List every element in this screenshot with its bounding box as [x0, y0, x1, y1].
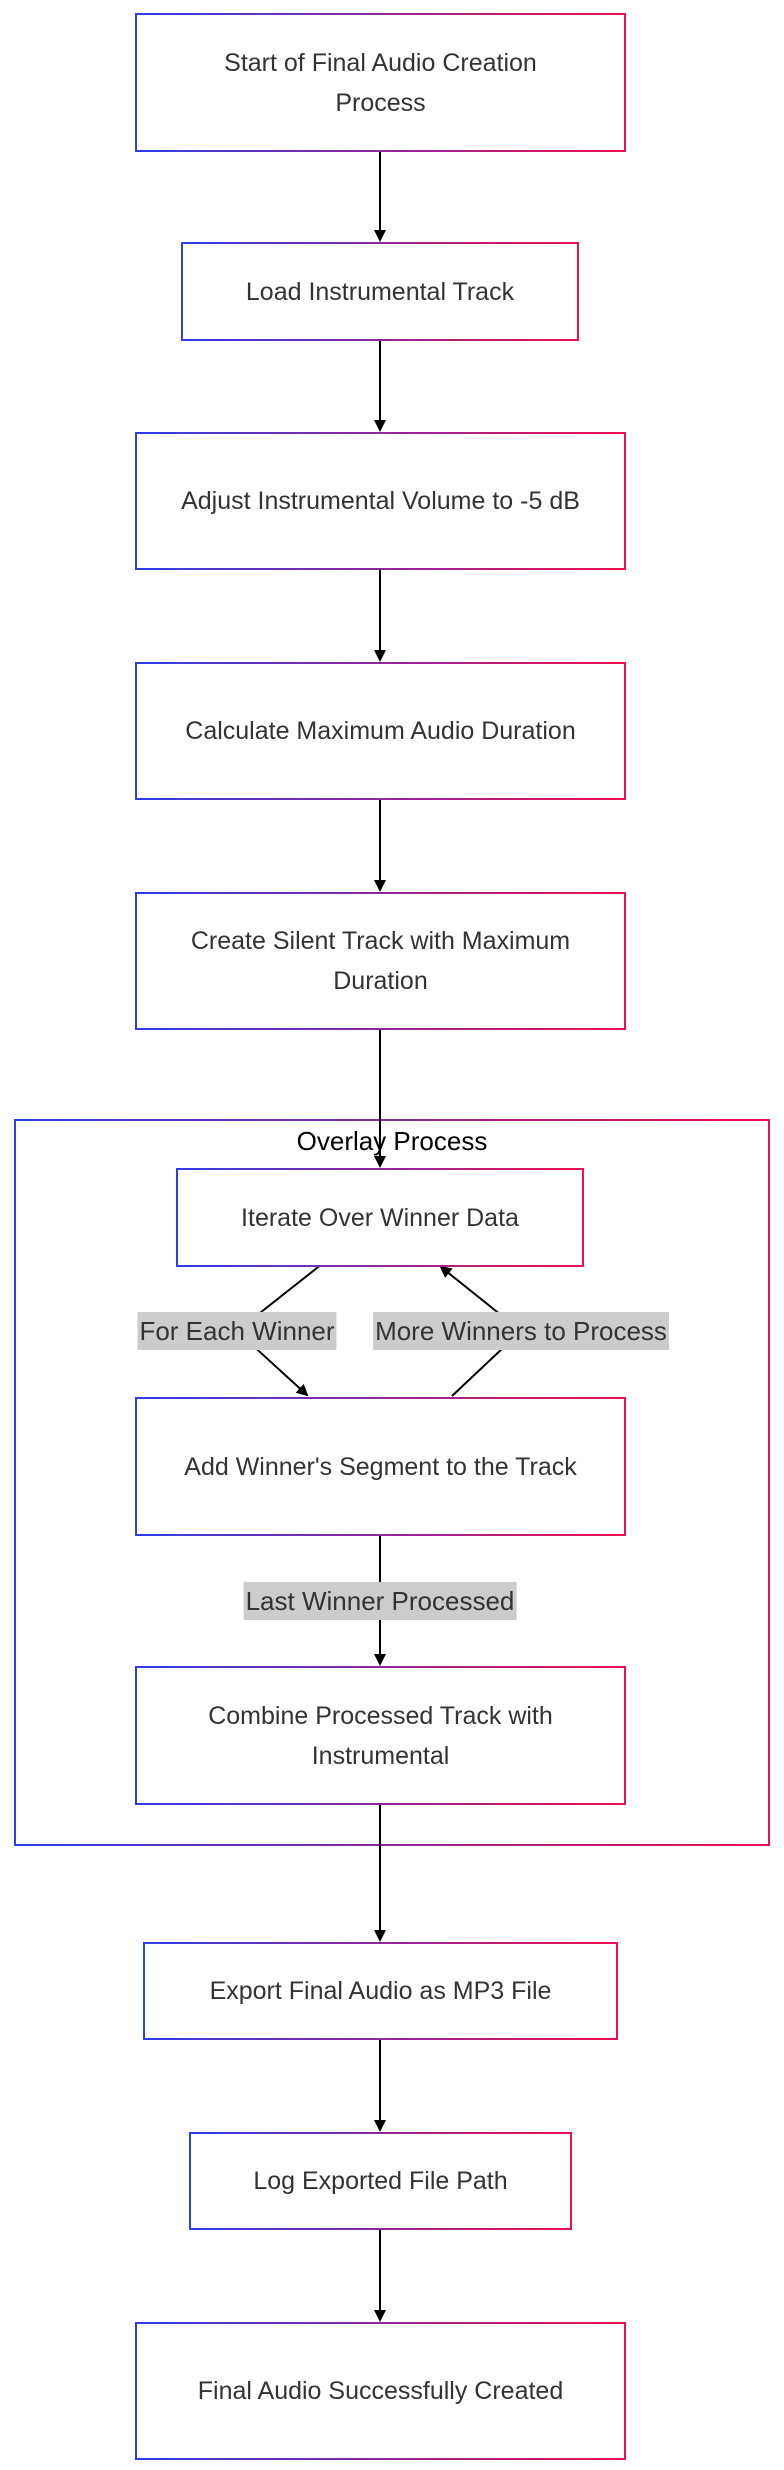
edge-label-for-each-winner: For Each Winner	[137, 1312, 337, 1350]
node-box-load-instrumental	[181, 242, 579, 341]
node-start: Start of Final Audio Creation Process	[224, 48, 537, 117]
node-silent-track: Create Silent Track with Maximum Duratio…	[190, 927, 571, 995]
edge-label-last-winner: Last Winner Processed	[243, 1582, 517, 1620]
node-box-export	[143, 1942, 618, 2040]
node-final: Final Audio Successfully Created	[197, 2377, 564, 2405]
node-load-instrumental: Load Instrumental Track	[245, 277, 515, 306]
overlay-process-label: Overlay Process	[296, 1126, 488, 1156]
node-calc-duration: Calculate Maximum Audio Duration	[185, 717, 576, 745]
node-box-start	[135, 13, 626, 152]
node-box-iterate-winners	[176, 1168, 584, 1267]
node-iterate-winners: Iterate Over Winner Data	[241, 1203, 519, 1232]
node-box-calc-duration	[135, 662, 626, 800]
node-box-add-segment	[135, 1397, 626, 1536]
edge-label-more-winners: More Winners to Process	[373, 1312, 669, 1350]
node-box-silent-track	[135, 892, 626, 1030]
node-adjust-volume: Adjust Instrumental Volume to -5 dB	[181, 487, 580, 515]
node-export: Export Final Audio as MP3 File	[209, 1977, 552, 2005]
node-combine: Combine Processed Track with Instrumenta…	[208, 1701, 553, 1770]
node-box-adjust-volume	[135, 432, 626, 570]
node-box-combine	[135, 1666, 626, 1805]
node-add-segment: Add Winner's Segment to the Track	[184, 1452, 577, 1481]
node-box-log-path	[189, 2132, 572, 2230]
node-box-final	[135, 2322, 626, 2460]
node-log-path: Log Exported File Path	[253, 2167, 508, 2195]
